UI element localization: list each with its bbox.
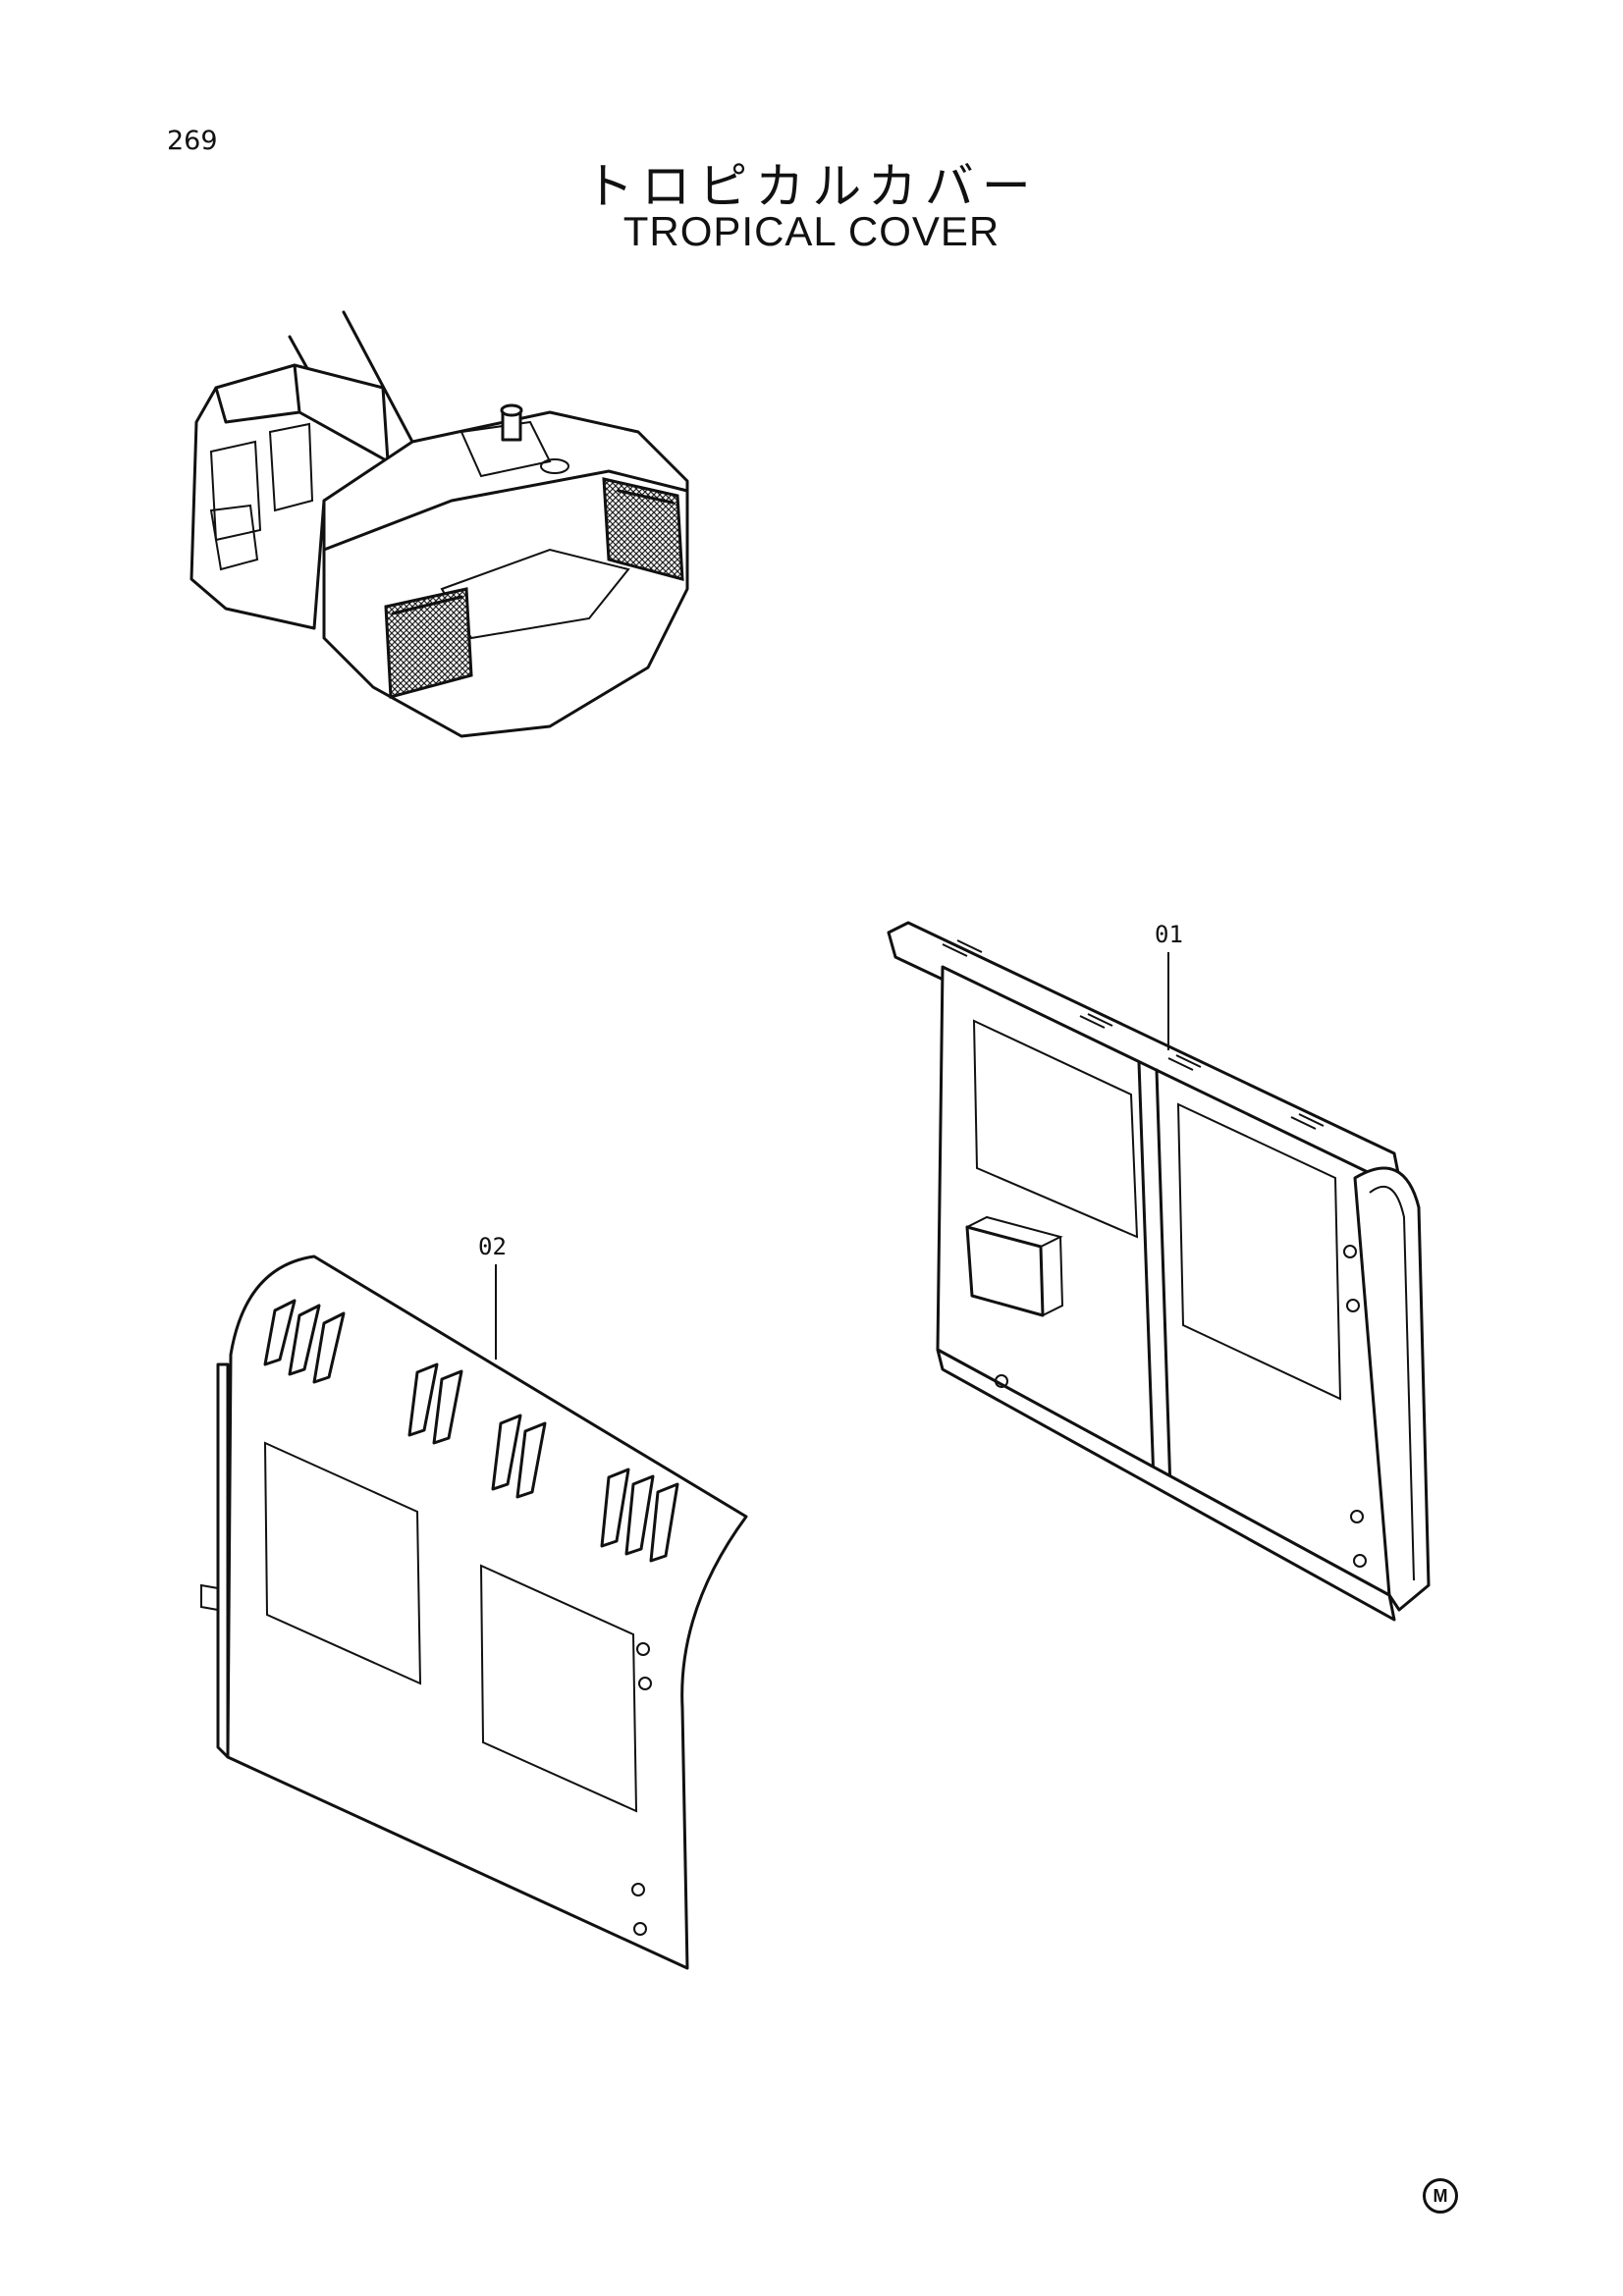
part-02-mount-holes (631, 1642, 652, 1936)
callout-part-01: 01 (1155, 921, 1183, 948)
callout-part-02: 02 (478, 1233, 507, 1260)
machine-overview-illustration (189, 310, 689, 738)
part-01-top-slots (942, 939, 1325, 1130)
part-01-bolt-holes (995, 1245, 1367, 1568)
title-japanese: トロピカルカバー (584, 158, 1039, 215)
part-02-vent-slots (263, 1299, 679, 1563)
part-02-tropical-cover (200, 1255, 748, 1970)
page-number: 269 (167, 126, 218, 156)
part-01-tropical-cover (887, 921, 1431, 1622)
m-mark-symbol: M (1423, 2178, 1458, 2214)
title-english: TROPICAL COVER (622, 208, 1001, 254)
